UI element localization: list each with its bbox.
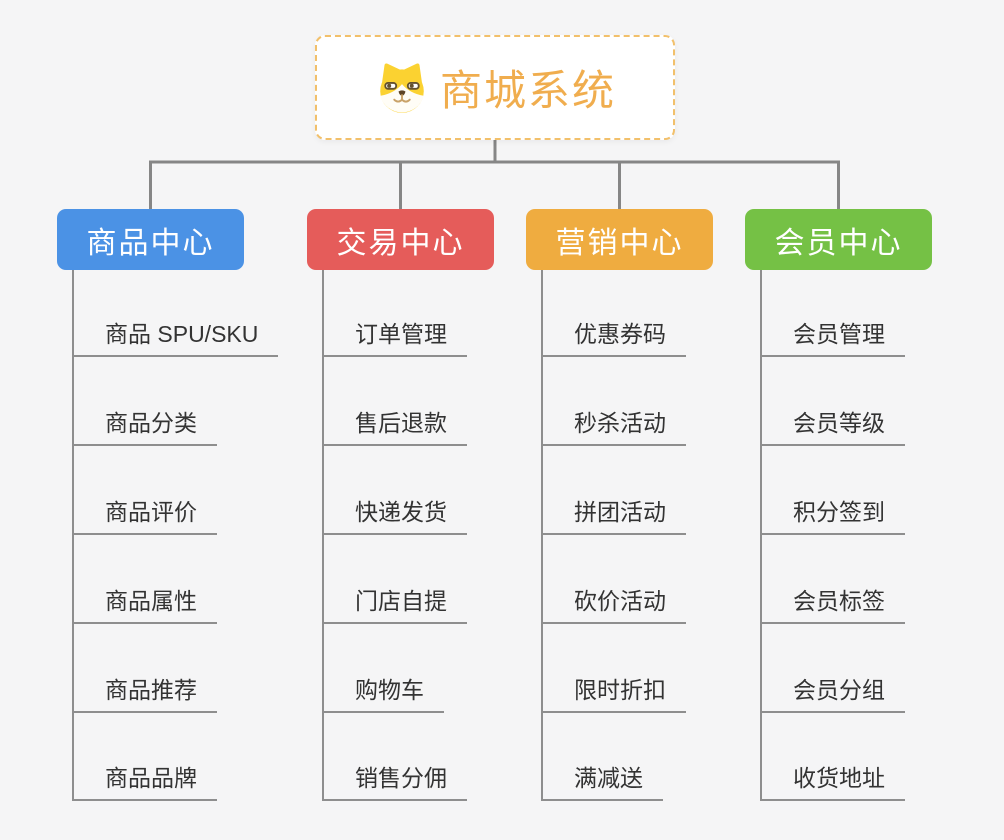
branch-trunk-line	[72, 270, 74, 800]
leaf-label: 秒杀活动	[574, 410, 666, 436]
leaf-node[interactable]: 商品品牌	[72, 763, 217, 801]
leaf-label: 销售分佣	[355, 765, 447, 791]
root-node[interactable]: 商城系统	[315, 35, 675, 140]
branch-box-3[interactable]: 营销中心	[526, 209, 713, 270]
branch-box-1[interactable]: 商品中心	[57, 209, 244, 270]
leaf-label: 限时折扣	[574, 677, 666, 703]
leaf-node[interactable]: 会员等级	[760, 408, 905, 446]
leaf-label: 订单管理	[355, 321, 447, 347]
leaf-node[interactable]: 销售分佣	[322, 763, 467, 801]
leaf-label: 商品品牌	[105, 765, 197, 791]
leaf-label: 商品属性	[105, 588, 197, 614]
leaf-node[interactable]: 会员分组	[760, 675, 905, 713]
branch-box-2[interactable]: 交易中心	[307, 209, 494, 270]
leaf-label: 商品评价	[105, 499, 197, 525]
leaf-node[interactable]: 秒杀活动	[541, 408, 686, 446]
branch-trunk-line	[760, 270, 762, 800]
leaf-label: 收货地址	[793, 765, 885, 791]
leaf-label: 会员分组	[793, 677, 885, 703]
leaf-node[interactable]: 购物车	[322, 675, 444, 713]
leaf-node[interactable]: 收货地址	[760, 763, 905, 801]
branch-label: 会员中心	[774, 226, 903, 260]
leaf-node[interactable]: 门店自提	[322, 586, 467, 624]
leaf-node[interactable]: 商品推荐	[72, 675, 217, 713]
leaf-label: 会员等级	[793, 410, 885, 436]
leaf-node[interactable]: 限时折扣	[541, 675, 686, 713]
leaf-node[interactable]: 拼团活动	[541, 497, 686, 535]
leaf-node[interactable]: 会员管理	[760, 319, 905, 357]
branch-box-4[interactable]: 会员中心	[745, 209, 932, 270]
leaf-node[interactable]: 订单管理	[322, 319, 467, 357]
leaf-label: 商品 SPU/SKU	[105, 321, 259, 347]
leaf-node[interactable]: 商品 SPU/SKU	[72, 319, 279, 357]
leaf-label: 拼团活动	[574, 499, 666, 525]
branch-label: 营销中心	[555, 226, 684, 260]
branch-label: 交易中心	[336, 226, 465, 260]
leaf-label: 砍价活动	[574, 588, 666, 614]
leaf-node[interactable]: 商品分类	[72, 408, 217, 446]
leaf-label: 会员标签	[793, 588, 885, 614]
leaf-label: 门店自提	[355, 588, 447, 614]
leaf-label: 会员管理	[793, 321, 885, 347]
branch-trunk-line	[541, 270, 543, 800]
leaf-label: 积分签到	[793, 499, 885, 525]
leaf-label: 商品分类	[105, 410, 197, 436]
branch-trunk-line	[322, 270, 324, 800]
branch-label: 商品中心	[86, 226, 215, 260]
leaf-label: 购物车	[355, 677, 424, 703]
leaf-node[interactable]: 会员标签	[760, 586, 905, 624]
leaf-label: 售后退款	[355, 410, 447, 436]
leaf-node[interactable]: 售后退款	[322, 408, 467, 446]
leaf-node[interactable]: 快递发货	[322, 497, 467, 535]
dog-icon	[380, 63, 424, 113]
leaf-node[interactable]: 商品评价	[72, 497, 217, 535]
leaf-node[interactable]: 商品属性	[72, 586, 217, 624]
leaf-label: 满减送	[574, 765, 643, 791]
leaf-label: 优惠券码	[574, 321, 666, 347]
leaf-node[interactable]: 满减送	[541, 763, 663, 801]
root-title: 商城系统	[439, 67, 616, 114]
leaf-node[interactable]: 积分签到	[760, 497, 905, 535]
leaf-node[interactable]: 优惠券码	[541, 319, 686, 357]
leaf-label: 商品推荐	[105, 677, 197, 703]
leaf-label: 快递发货	[355, 499, 447, 525]
leaf-node[interactable]: 砍价活动	[541, 586, 686, 624]
